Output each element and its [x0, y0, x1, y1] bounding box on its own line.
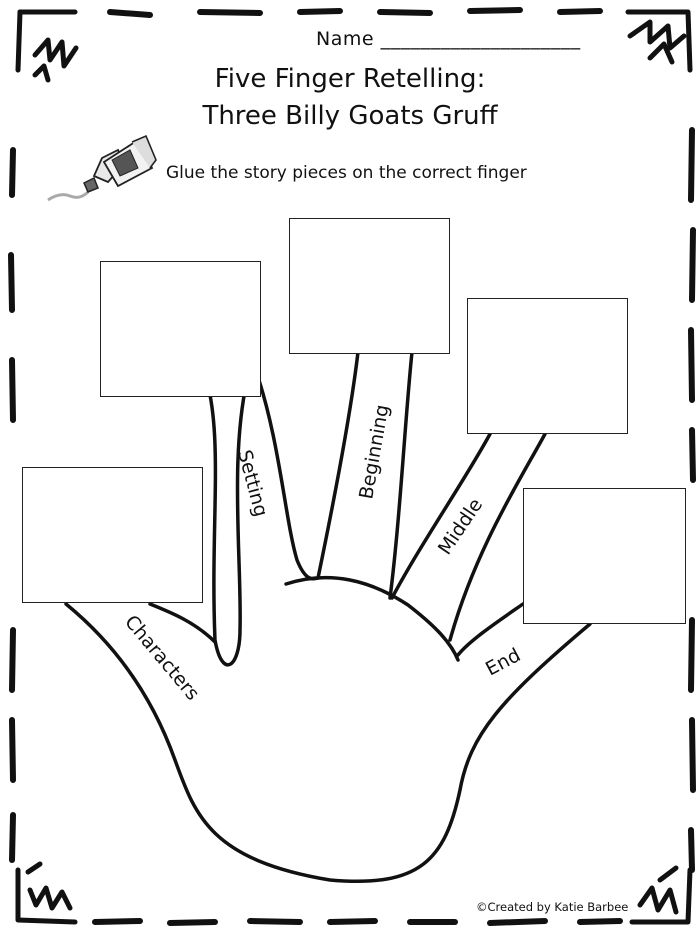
hand-outline — [64, 350, 592, 884]
finger-label-end: End — [482, 644, 524, 680]
instruction-text: Glue the story pieces on the correct fin… — [166, 163, 527, 183]
glue-bottle-icon — [47, 134, 157, 202]
glue-box-end[interactable] — [523, 488, 686, 624]
glue-box-setting[interactable] — [100, 261, 261, 397]
page-title-line-1: Five Finger Retelling: — [214, 64, 486, 94]
glue-box-beginning[interactable] — [289, 218, 450, 354]
scribble-corner-icon — [629, 865, 693, 925]
finger-label-beginning: Beginning — [355, 403, 393, 501]
scribble-corner-icon — [625, 9, 693, 73]
page-title-line-2: Three Billy Goats Gruff — [202, 101, 498, 131]
glue-box-characters[interactable] — [22, 467, 203, 603]
name-field-label: Name ____________________ — [316, 28, 581, 50]
credit-text: ©Created by Katie Barbee — [476, 900, 629, 914]
glue-box-middle[interactable] — [467, 298, 628, 434]
dashed-border — [8, 7, 696, 926]
scribble-corner-icon — [15, 9, 79, 83]
finger-label-middle: Middle — [434, 494, 487, 558]
scribble-corner-icon — [15, 861, 78, 925]
